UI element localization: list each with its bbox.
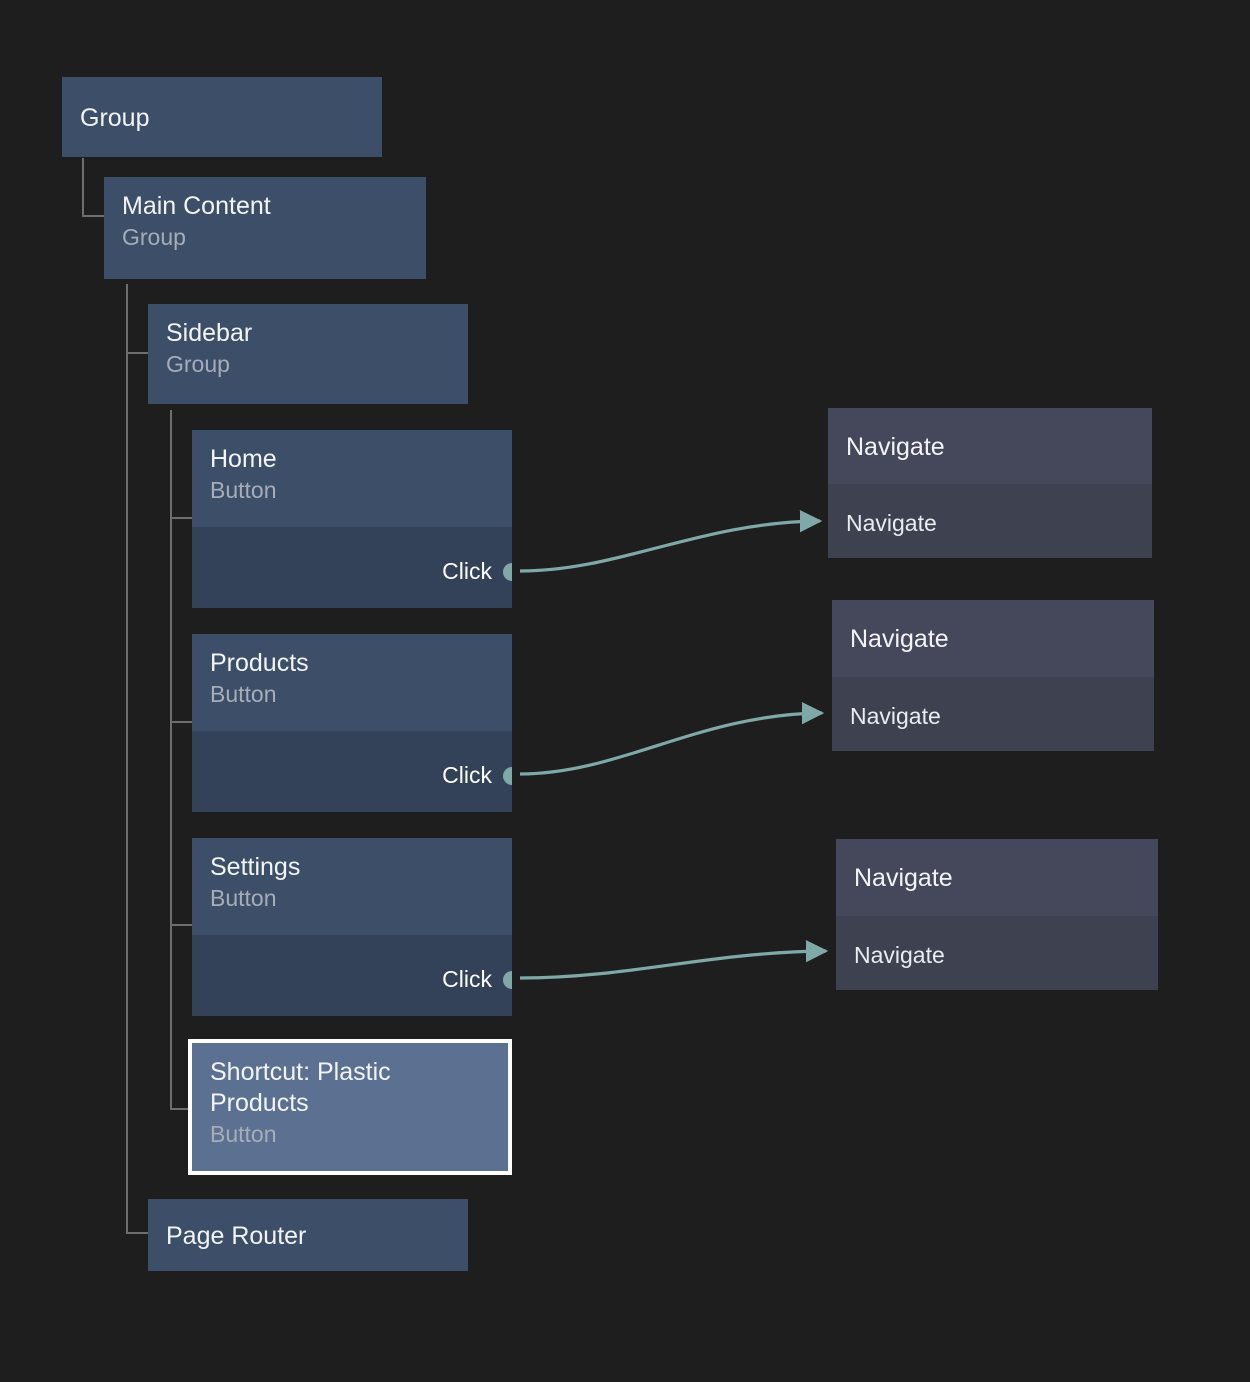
- node-header: Settings Button: [192, 838, 512, 935]
- node-navigate-settings[interactable]: Navigate Navigate: [836, 839, 1158, 990]
- tree-guide-line: [170, 410, 172, 1110]
- output-port-click[interactable]: Click: [442, 968, 512, 991]
- node-body: Click: [192, 527, 512, 608]
- node-title: Navigate: [850, 625, 949, 653]
- tree-guide-line: [82, 158, 84, 217]
- node-subtitle: Button: [210, 885, 277, 911]
- node-sidebar[interactable]: Sidebar Group: [148, 304, 468, 404]
- node-body: Navigate: [836, 916, 1158, 990]
- node-title: Products: [210, 649, 309, 677]
- node-header: Main Content Group: [104, 177, 426, 279]
- node-header: Page Router: [148, 1199, 468, 1271]
- node-title: Sidebar: [166, 319, 253, 347]
- node-body: Navigate: [832, 677, 1154, 751]
- tree-guide-line: [126, 1232, 148, 1234]
- output-port-click[interactable]: Click: [442, 764, 512, 787]
- node-header: Navigate: [836, 839, 1158, 916]
- node-title: Settings: [210, 853, 301, 881]
- wire-settings-to-navigate: [519, 939, 829, 980]
- node-title: Navigate: [846, 432, 945, 461]
- node-header: Navigate: [832, 600, 1154, 677]
- tree-guide-line: [126, 352, 148, 354]
- input-port-navigate[interactable]: Navigate: [850, 703, 941, 729]
- input-port-navigate[interactable]: Navigate: [854, 942, 945, 968]
- node-home[interactable]: Home Button Click: [192, 430, 512, 608]
- node-subtitle: Button: [210, 1121, 277, 1147]
- tree-guide-line: [82, 215, 104, 217]
- wire-products-to-navigate: [519, 701, 825, 776]
- node-header: Navigate: [828, 408, 1152, 484]
- output-port-label: Click: [442, 762, 492, 788]
- node-subtitle: Group: [166, 351, 230, 377]
- node-body: Click: [192, 731, 512, 812]
- node-title: Home: [210, 445, 277, 473]
- tree-guide-line: [170, 1108, 192, 1110]
- node-page-router[interactable]: Page Router: [148, 1199, 468, 1271]
- node-body: Click: [192, 935, 512, 1016]
- output-port-label: Click: [442, 966, 492, 992]
- node-header: Sidebar Group: [148, 304, 468, 404]
- tree-guide-line: [170, 517, 192, 519]
- wire-home-to-navigate: [519, 509, 823, 573]
- node-title: Shortcut: Plastic Products: [210, 1058, 391, 1117]
- output-port-label: Click: [442, 558, 492, 584]
- node-main-content[interactable]: Main Content Group: [104, 177, 426, 279]
- node-title: Navigate: [854, 864, 953, 892]
- tree-guide-line: [170, 721, 192, 723]
- node-products[interactable]: Products Button Click: [192, 634, 512, 812]
- node-title: Page Router: [166, 1221, 307, 1250]
- node-subtitle: Button: [210, 681, 277, 707]
- node-title: Main Content: [122, 192, 271, 220]
- node-group-root[interactable]: Group: [62, 77, 382, 157]
- node-subtitle: Button: [210, 477, 277, 503]
- input-port-navigate[interactable]: Navigate: [846, 510, 937, 536]
- node-header: Group: [62, 77, 382, 157]
- node-header: Home Button: [192, 430, 512, 527]
- node-settings[interactable]: Settings Button Click: [192, 838, 512, 1016]
- node-navigate-products[interactable]: Navigate Navigate: [832, 600, 1154, 751]
- node-body: Navigate: [828, 484, 1152, 558]
- node-subtitle: Group: [122, 224, 186, 250]
- output-port-dot[interactable]: [503, 562, 512, 581]
- node-navigate-home[interactable]: Navigate Navigate: [828, 408, 1152, 558]
- output-port-dot[interactable]: [503, 970, 512, 989]
- output-port-click[interactable]: Click: [442, 560, 512, 583]
- node-shortcut-plastic-products[interactable]: Shortcut: Plastic Products Button: [188, 1039, 512, 1175]
- tree-guide-line: [126, 284, 128, 1234]
- node-header: Products Button: [192, 634, 512, 731]
- output-port-dot[interactable]: [503, 766, 512, 785]
- node-title: Group: [80, 103, 150, 132]
- tree-guide-line: [170, 924, 192, 926]
- node-header: Shortcut: Plastic Products Button: [192, 1043, 508, 1171]
